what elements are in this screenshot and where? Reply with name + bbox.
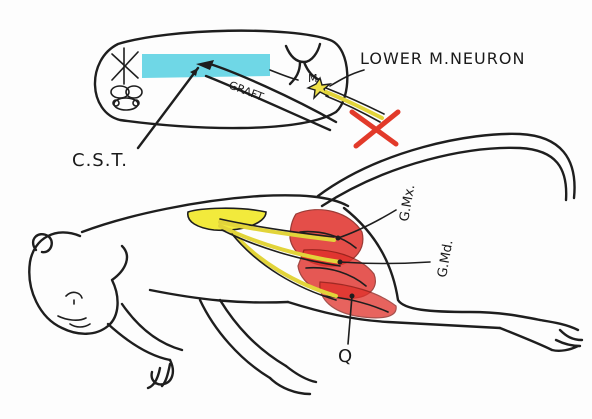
monkey-ear [33,234,52,252]
motor-neuron-marker: M [308,72,318,85]
gmd-label: G.Md. [435,239,456,279]
monkey-eye [66,292,82,304]
q-label: Q [338,346,352,367]
cross-section-sketch [111,48,142,110]
cst-label: C.S.T. [72,150,128,171]
monkey-rear-arm [200,300,286,378]
graft-label: GRAFT [227,79,266,104]
monkey-rear-paw [270,366,316,394]
lower-motor-neuron-label: LOWER M.NEURON [360,49,525,68]
monkey-head [29,232,127,333]
cst-pointer-line [138,68,198,148]
gmx-label: G.Mx. [397,183,418,222]
gmd-leader-line [340,262,430,264]
lesion-red-x-mark [352,112,398,146]
monkey-snout [58,316,90,327]
monkey-front-arm [108,304,182,360]
monkey-front-paw [148,360,173,388]
monkey-hind-foot [500,320,582,351]
